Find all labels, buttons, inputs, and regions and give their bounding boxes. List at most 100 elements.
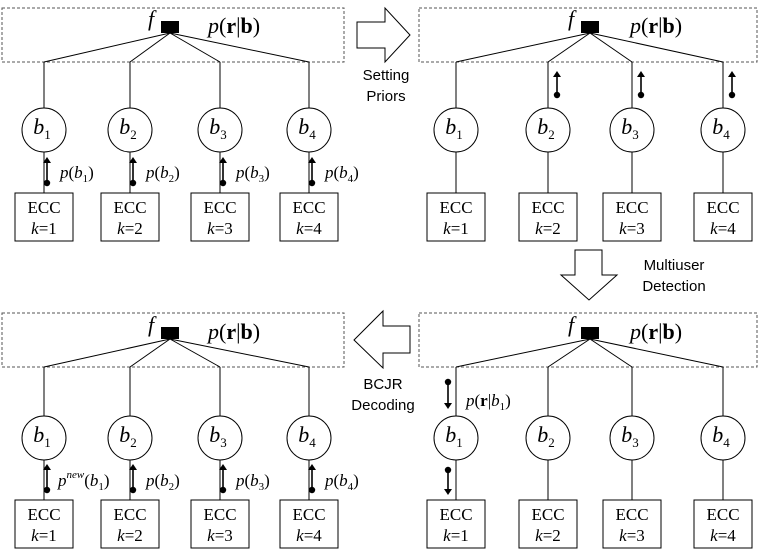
variable-label: b4 [298,422,316,450]
conditional-r: r [480,391,488,410]
multiuser-detection-arrow [559,249,619,301]
variable-label: b1 [33,422,51,450]
ecc-label: ECC [615,505,648,524]
variable-subscript: 1 [456,435,463,450]
ecc-box-2 [100,499,160,549]
factor-edge [169,32,310,63]
ecc-k-value: =4 [304,219,323,238]
decoded-prior-arrow [308,464,316,494]
prior-subscript: 2 [169,173,175,185]
factor-edge [43,32,171,63]
ecc-box-3 [190,499,250,549]
step-label-setting-priors-line: Priors [366,88,405,105]
ecc-k-value: =3 [627,219,645,238]
variable-label: b4 [298,114,316,142]
factor-edge [129,32,171,63]
variable-label: b4 [712,422,730,450]
ecc-k-value: =1 [451,526,469,545]
variable-base: b [298,422,309,447]
ecc-k-value: =1 [39,526,57,545]
ecc-index: k=4 [296,219,322,238]
ecc-index: k=3 [619,219,645,238]
prior-open: ( [69,163,75,182]
factor-edge [43,338,171,368]
likelihood-r: r [648,319,658,344]
ecc-k: k [710,526,718,545]
variable-label: b1 [445,114,463,142]
variable-base: b [537,422,548,447]
variable-base: b [712,114,723,139]
variable-label: b2 [119,422,137,450]
conditional-open: ( [475,391,481,410]
step-label-setting-priors-line: Setting [363,67,410,84]
prior-arrow [43,157,51,187]
conditional-subscript: 1 [500,401,506,413]
new-prior-subscript: 1 [98,481,104,493]
ecc-k-value: =2 [543,219,561,238]
ecc-k-value: =3 [215,526,233,545]
likelihood-bar: | [658,319,662,344]
prior-subscript: 4 [348,173,354,185]
ecc-k-value: =3 [215,219,233,238]
prior-open: ( [245,163,251,182]
ecc-box-4 [693,499,753,549]
variable-label: b3 [209,114,227,142]
variable-subscript: 4 [309,127,316,142]
variable-base: b [209,114,220,139]
ecc-label: ECC [27,198,60,217]
ecc-box-2 [518,499,578,549]
prior-to-factor-arrow [728,71,736,99]
variable-label: b4 [712,114,730,142]
factor-symbol: f [568,312,577,337]
likelihood-close: ) [253,13,260,38]
variable-base: b [209,422,220,447]
likelihood-p: p [206,319,219,344]
ecc-k: k [296,526,304,545]
likelihood-p: p [206,13,219,38]
ecc-label: ECC [203,198,236,217]
variable-base: b [712,422,723,447]
variable-label: b3 [209,422,227,450]
ecc-label: ECC [292,198,325,217]
ecc-box-3 [602,499,662,549]
prior-p: p [145,163,155,182]
factor-edge [455,338,591,368]
variable-base: b [119,422,130,447]
ecc-box-4 [693,192,753,242]
ecc-k-value: =1 [39,219,57,238]
variable-label: b2 [537,422,555,450]
ecc-k: k [31,219,39,238]
prior-b: b [160,471,169,490]
ecc-index: k=2 [535,219,561,238]
bcjr-decoding-arrow [353,309,411,370]
likelihood-label: p(r|b) [206,319,260,344]
ecc-k: k [31,526,39,545]
likelihood-close: ) [253,319,260,344]
prior-b: b [160,163,169,182]
prior-b: b [339,163,348,182]
new-prior-superscript: new [67,469,85,481]
ecc-index: k=1 [443,526,469,545]
ecc-k: k [207,526,215,545]
variable-base: b [119,114,130,139]
detection-output-arrow [444,378,452,409]
factor-node [161,21,179,33]
decoded-prior-arrow [129,464,137,494]
likelihood-label: p(r|b) [628,319,682,344]
ecc-k: k [443,526,451,545]
prior-b: b [250,471,259,490]
prior-close: ) [174,471,180,490]
ecc-k-value: =3 [627,526,645,545]
new-prior-open: ( [84,471,90,490]
factor-node [581,327,599,339]
ecc-k: k [535,526,543,545]
ecc-k-value: =4 [718,219,737,238]
likelihood-label: p(r|b) [206,13,260,38]
prior-to-factor-arrow [637,71,645,99]
ecc-box-2 [100,192,160,242]
ecc-k-value: =2 [125,219,143,238]
ecc-k-value: =2 [543,526,561,545]
